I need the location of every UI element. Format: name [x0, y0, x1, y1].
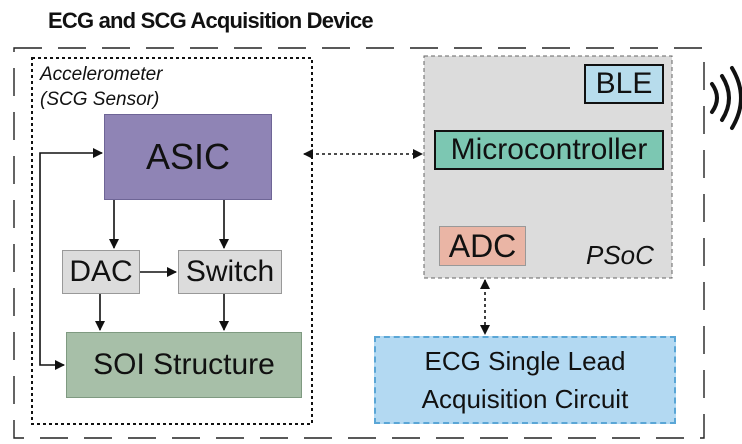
microcontroller-block: Microcontroller [434, 130, 664, 170]
device-boundary [13, 47, 705, 439]
accelerometer-boundary [31, 57, 313, 425]
accelerometer-label-line2: (SCG Sensor) [40, 89, 160, 110]
ecg-acquisition-block: ECG Single Lead Acquisition Circuit [374, 336, 676, 424]
accelerometer-label: Accelerometer (SCG Sensor) [40, 62, 163, 112]
ecg-block-line1: ECG Single Lead [424, 346, 626, 376]
asic-block: ASIC [104, 114, 272, 200]
ecg-block-line2: Acquisition Circuit [421, 384, 629, 414]
arrow-soi-asic-loop [39, 148, 103, 370]
ble-block: BLE [584, 64, 664, 104]
soi-structure-block: SOI Structure [66, 332, 302, 398]
accelerometer-label-line1: Accelerometer [40, 64, 163, 85]
adc-block: ADC [439, 226, 526, 266]
dac-block: DAC [62, 250, 140, 294]
wireless-signal-icon [710, 66, 742, 130]
psoc-label: PSoC [586, 240, 654, 270]
diagram-title: ECG and SCG Acquisition Device [48, 8, 374, 33]
switch-block: Switch [178, 250, 282, 294]
